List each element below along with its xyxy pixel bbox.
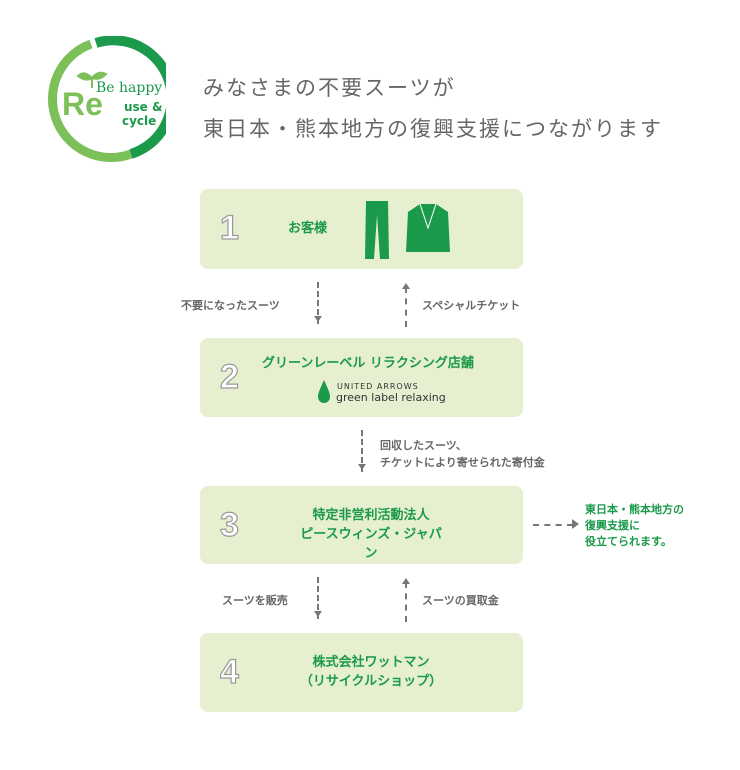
- logo-be-happy: Be happy: [96, 80, 163, 96]
- logo: Be happy Re use & cycle: [36, 35, 177, 166]
- flow-label-unneeded-suits: 不要になったスーツ: [181, 299, 280, 312]
- step-number: 2: [219, 357, 239, 396]
- step-number: 1: [219, 208, 239, 247]
- arrow-down-icon: [317, 282, 319, 324]
- step-2-store: 2 グリーンレーベル リラクシング店舗 UNITED ARROWS green …: [200, 338, 523, 417]
- jacket-icon: [406, 203, 450, 252]
- step-1-customer: 1 お客様: [200, 189, 523, 269]
- arrow-down-icon: [361, 430, 363, 472]
- headline-line1: みなさまの不要スーツが: [203, 76, 456, 100]
- logo-use: use &: [124, 100, 163, 114]
- step-4-wattmann: 4 株式会社ワットマン（リサイクルショップ）: [200, 633, 523, 712]
- arrow-up-icon: [402, 578, 410, 622]
- trousers-icon: [365, 201, 389, 259]
- step-number: 3: [219, 505, 239, 544]
- arrow-right-icon: [533, 524, 573, 526]
- headline-line2: 東日本・熊本地方の復興支援につながります: [203, 117, 663, 141]
- arrow-down-icon: [317, 577, 319, 619]
- logo-cycle: cycle: [122, 114, 157, 128]
- arrow-up-icon: [402, 283, 410, 327]
- brand-green-label-relaxing: green label relaxing: [336, 391, 446, 404]
- flow-label-donations: チケットにより寄せられた寄付金: [380, 456, 545, 469]
- support-note: 東日本・熊本地方の復興支援に役立てられます。: [585, 503, 684, 548]
- logo-re: Re: [62, 86, 103, 122]
- step-title: 特定非営利活動法人ピースウィンズ・ジャパン: [300, 508, 442, 561]
- flow-label-collected: 回収したスーツ、: [380, 439, 467, 452]
- drop-logo-icon: [318, 380, 330, 403]
- brand-united-arrows: UNITED ARROWS: [337, 382, 419, 391]
- arrow-head: [572, 519, 584, 529]
- step-number: 4: [219, 652, 239, 691]
- flow-label-special-ticket: スペシャルチケット: [422, 299, 521, 312]
- flow-label-sell-suits: スーツを販売: [222, 594, 288, 607]
- flow-label-purchase-money: スーツの買取金: [422, 594, 499, 607]
- step-3-peace-winds: 3 特定非営利活動法人ピースウィンズ・ジャパン: [200, 486, 523, 564]
- step-title: グリーンレーベル リラクシング店舗: [262, 356, 474, 371]
- step-title: 株式会社ワットマン（リサイクルショップ）: [299, 655, 443, 689]
- step-title: お客様: [288, 221, 328, 236]
